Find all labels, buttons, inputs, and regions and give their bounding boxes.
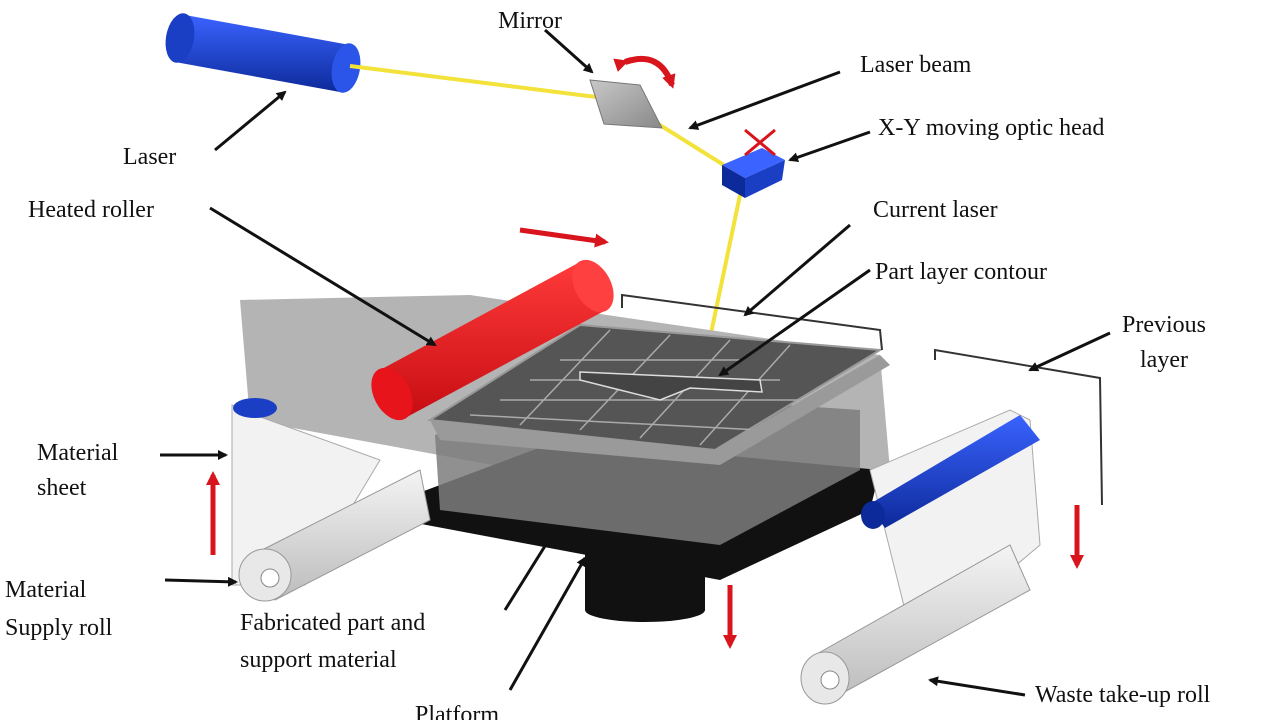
label-laser: Laser [123,144,176,170]
supply-roll [238,469,431,602]
label-material-sheet-2: sheet [37,475,87,501]
laser-source [165,13,361,93]
label-waste-roll: Waste take-up roll [1035,682,1211,708]
label-current-laser: Current laser [873,197,998,223]
mirror [589,79,663,129]
label-previous-layer-1: Previous [1122,312,1206,338]
label-mirror: Mirror [498,8,562,34]
current-layer-grid [427,323,884,452]
label-supply-roll-2: Supply roll [5,615,113,641]
label-material-sheet-1: Material [37,440,119,466]
mirror-rotation-arrow [613,55,676,89]
label-part-layer-contour: Part layer contour [875,259,1047,285]
label-heated-roller: Heated roller [28,197,154,223]
label-previous-layer-2: layer [1140,347,1188,373]
label-fabricated-part-1: Fabricated part and [240,610,425,636]
label-laser-beam: Laser beam [860,52,972,78]
previous-layer-bracket [934,348,1103,506]
waste-take-up-roll [800,544,1031,705]
label-fabricated-part-2: support material [240,647,397,673]
label-optic-head: X-Y moving optic head [878,115,1104,141]
optic-head [722,128,785,198]
leader-arrows [160,28,1111,697]
right-top-roller [861,415,1040,529]
motion-arrows [206,227,1084,649]
label-platform: Platform [415,702,499,720]
label-supply-roll-1: Material [5,577,87,603]
left-top-roller [233,398,277,418]
heated-roller [371,259,614,421]
